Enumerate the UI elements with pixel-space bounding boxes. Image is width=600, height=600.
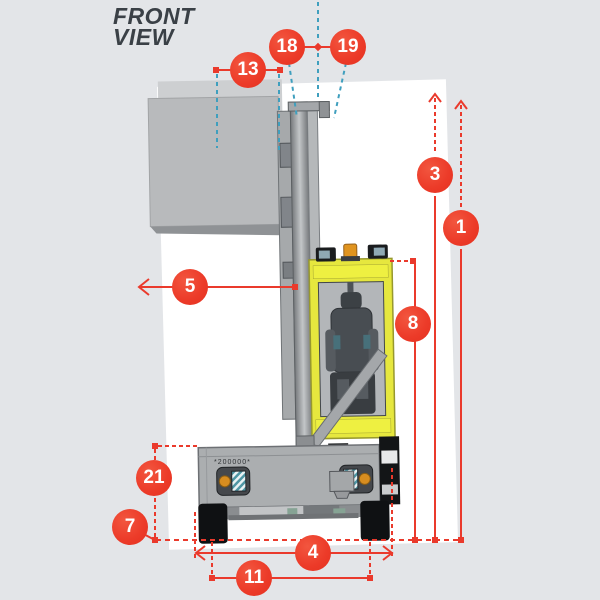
balloon-7: 7 xyxy=(112,509,148,545)
chassis-serial-label: *200000* xyxy=(214,459,251,466)
sideloader-truck xyxy=(147,79,401,544)
balloon-11: 11 xyxy=(236,560,272,596)
work-light-left xyxy=(315,247,336,262)
balloon-1: 1 xyxy=(443,210,479,246)
beacon-light xyxy=(340,243,360,262)
view-title-line2: VIEW xyxy=(113,24,174,50)
balloon-19: 19 xyxy=(330,29,366,65)
balloon-13: 13 xyxy=(230,52,266,88)
undercarriage xyxy=(210,504,375,521)
balloon-21: 21 xyxy=(136,460,172,496)
balloon-4: 4 xyxy=(295,535,331,571)
tow-bracket xyxy=(329,470,355,499)
wheel-left xyxy=(198,503,228,544)
wheel-right xyxy=(360,500,390,541)
operator-cab xyxy=(300,243,396,459)
work-light-right xyxy=(367,244,388,259)
balloon-3: 3 xyxy=(417,157,453,193)
balloon-18: 18 xyxy=(269,29,305,65)
tail-light-left xyxy=(216,466,251,496)
chassis xyxy=(197,435,401,544)
projection-lines xyxy=(216,2,347,150)
view-title-line1: FRONT xyxy=(113,3,195,29)
balloon-8: 8 xyxy=(395,306,431,342)
balloon-5: 5 xyxy=(172,269,208,305)
load-box xyxy=(147,79,285,236)
